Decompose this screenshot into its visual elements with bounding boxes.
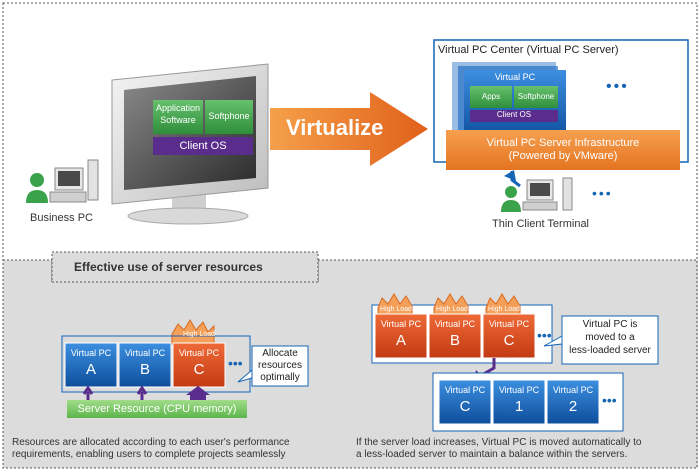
app-software-label-1: Application [155, 103, 201, 113]
vpc-b-right [428, 313, 482, 359]
ellipsis-right-bottom: ••• [602, 392, 617, 408]
vpc-b-left [118, 342, 172, 388]
allocate-label-3: optimally [260, 372, 300, 383]
softphone-label: Softphone [208, 111, 250, 121]
vpc-1 [492, 379, 546, 425]
vpc-c-left-label: Virtual PC [178, 348, 220, 358]
app-software-block [153, 100, 203, 134]
vpc-2-label: Virtual PC [552, 385, 594, 395]
server-resource-bar [67, 400, 247, 418]
vpc-c-moved-letter: C [459, 398, 471, 415]
vpc-a-right-letter: A [395, 332, 406, 349]
high-load-left-label: High Load [183, 331, 215, 338]
vpc-2 [546, 379, 600, 425]
high-load-right-a: High Load [380, 306, 412, 313]
thin-client-label: Thin Client Terminal [492, 218, 590, 230]
client-os-small-label: Client OS [496, 110, 532, 119]
ellipsis-top: ••• [606, 78, 629, 95]
vpc-2-letter: 2 [568, 398, 578, 415]
apps-block [470, 86, 512, 108]
right-caption-1: If the server load increases, Virtual PC… [356, 437, 642, 448]
softphone-small-block [514, 86, 558, 108]
vpc-c-moved [438, 379, 492, 425]
vpc-a-left-letter: A [85, 361, 96, 378]
softphone-block [205, 100, 253, 134]
vpc-a-left [64, 342, 118, 388]
business-pc-label: Business PC [30, 212, 93, 224]
client-os-small-block [470, 110, 558, 122]
server-resource-label: Server Resource (CPU memory) [77, 403, 237, 415]
vpc-c-moved-label: Virtual PC [444, 385, 486, 395]
virtualize-label: Virtualize [286, 115, 384, 140]
vpc-b-left-letter: B [139, 361, 150, 378]
virtual-pc-label: Virtual PC [494, 72, 536, 82]
allocate-callout [251, 345, 309, 387]
section-title: Effective use of server resources [74, 260, 263, 274]
vpc-c-left [172, 342, 226, 388]
apps-label: Apps [481, 92, 501, 101]
moved-label-2: moved to a [585, 332, 635, 343]
vpc-b-left-label: Virtual PC [124, 348, 166, 358]
client-os-block [153, 137, 253, 155]
client-os-label: Client OS [179, 140, 227, 152]
softphone-small-label: Softphone [517, 92, 555, 101]
allocate-label-2: resources [258, 360, 302, 371]
business-pc-icon [26, 159, 99, 203]
vpc-b-right-letter: B [449, 332, 460, 349]
section-title-tab [51, 251, 319, 283]
vpc-a-right [374, 313, 428, 359]
infra-label-1: Virtual PC Server Infrastructure [486, 137, 640, 149]
moved-label-1: Virtual PC is [582, 319, 638, 330]
high-load-right-b: High Load [436, 306, 468, 313]
vpc-center-label: Virtual PC Center (Virtual PC Server) [438, 44, 619, 56]
allocate-label-1: Allocate [262, 348, 298, 359]
vpc-b-right-label: Virtual PC [434, 319, 476, 329]
vpc-1-label: Virtual PC [498, 385, 540, 395]
left-caption-2: requirements, enabling users to complete… [12, 449, 286, 460]
app-software-label-2: Software [160, 115, 196, 125]
vpc-c-left-letter: C [193, 361, 205, 378]
vpc-c-right-label: Virtual PC [488, 319, 530, 329]
ellipsis-thin-client: ••• [592, 185, 613, 201]
vpc-a-right-label: Virtual PC [380, 319, 422, 329]
moved-label-3: less-loaded server [569, 345, 651, 356]
right-caption-2: a less-loaded server to maintain a balan… [356, 449, 628, 460]
vpc-c-right-letter: C [503, 332, 515, 349]
infra-label-2: (Powered by VMware) [508, 150, 618, 162]
vpc-c-right [482, 313, 536, 359]
thin-client-icon [501, 177, 573, 212]
server-infrastructure-bar [446, 130, 680, 170]
left-caption-1: Resources are allocated according to eac… [12, 437, 290, 448]
high-load-right-c: High Load [488, 306, 520, 313]
ellipsis-left: ••• [228, 355, 243, 371]
virtualize-arrow [270, 92, 428, 166]
moved-callout [561, 315, 659, 365]
server-frame-left [61, 335, 251, 393]
ellipsis-right-top: ••• [537, 327, 552, 343]
vpc-a-left-label: Virtual PC [70, 348, 112, 358]
vpc-1-letter: 1 [514, 398, 524, 415]
